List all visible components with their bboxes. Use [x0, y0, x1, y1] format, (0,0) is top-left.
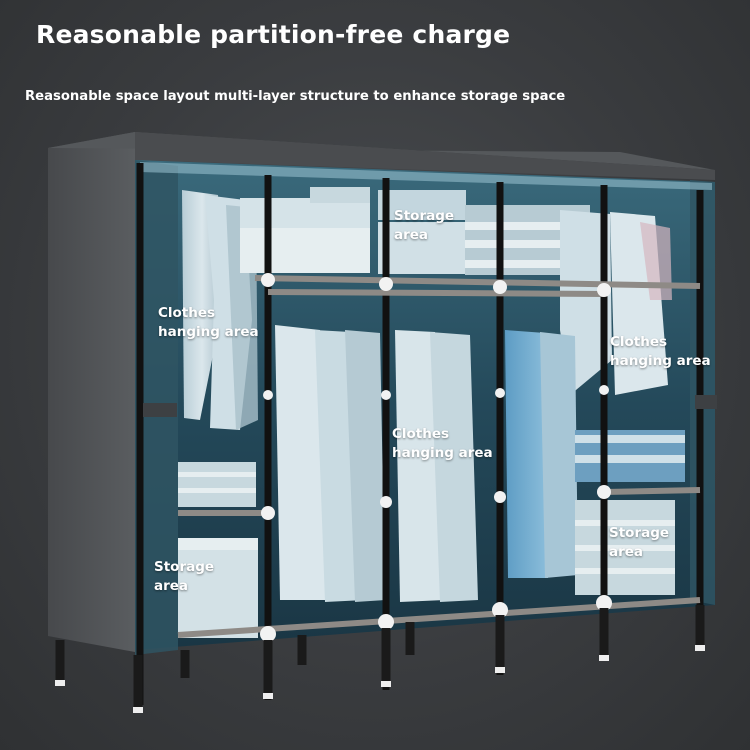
left-lower-storage	[178, 462, 258, 638]
left-side-cover	[48, 132, 135, 652]
page-headline: Reasonable partition-free charge	[36, 20, 511, 49]
center-hanging-clothes	[275, 325, 578, 602]
frame-poles	[136, 163, 704, 705]
wardrobe-legs	[55, 605, 705, 712]
callout-right-storage-area: Storage area	[609, 525, 670, 560]
callout-left-clothes-hanging-area: Clothes hanging area	[158, 305, 259, 340]
callout-center-clothes-hanging-area: Clothes hanging area	[392, 426, 493, 461]
callout-left-storage-area: Storage area	[154, 559, 215, 594]
callout-top-storage-area: Storage area	[394, 208, 455, 243]
callout-right-clothes-hanging-area: Clothes hanging area	[610, 334, 711, 369]
frame-connectors	[260, 273, 612, 642]
right-folded-stacks	[575, 430, 685, 595]
top-folded-stacks	[240, 187, 590, 275]
page-subtitle: Reasonable space layout multi-layer stru…	[25, 89, 566, 104]
